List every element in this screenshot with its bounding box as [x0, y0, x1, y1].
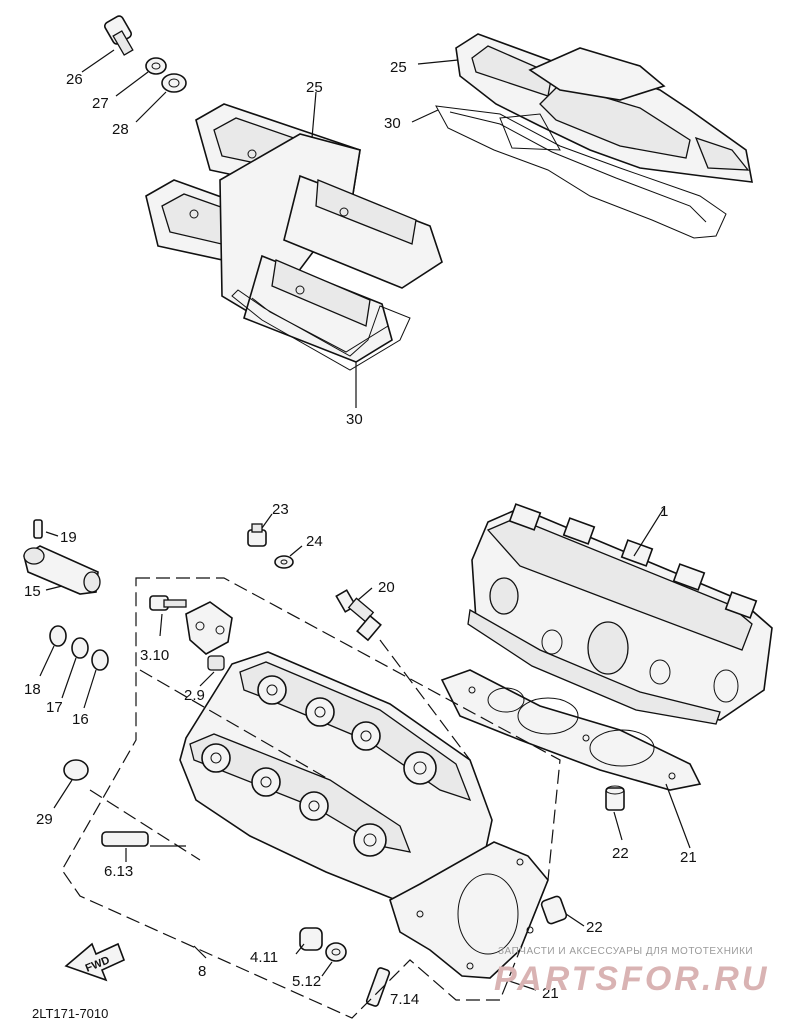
callout-20: 20: [378, 579, 395, 596]
cylinder-head-front: [179, 651, 493, 913]
washer-24: [274, 555, 294, 569]
callout-15: 15: [24, 583, 41, 600]
watermark-brand: PARTSFOR.RU: [494, 960, 769, 998]
callout-29: 29: [36, 811, 53, 828]
plug-23: [247, 523, 267, 547]
callout-3-10: 3.10: [140, 647, 169, 664]
cylinder-head-rear: [467, 503, 773, 725]
callout-25-front: 25: [306, 79, 323, 96]
valve-cover-gasket-front: [231, 289, 411, 371]
callout-21-upper: 21: [680, 849, 697, 866]
callout-2-9: 2.9: [184, 687, 205, 704]
callout-26: 26: [66, 71, 83, 88]
assembly-boundary-8: [61, 577, 561, 1019]
callout-1: 1: [660, 503, 668, 520]
washer-27: [145, 57, 167, 75]
callout-4-11: 4.11: [250, 949, 278, 966]
callout-8: 8: [198, 963, 206, 980]
o-ring-17: [71, 637, 89, 659]
bolt-26: [104, 15, 134, 56]
callout-22-lower: 22: [586, 919, 603, 936]
head-gasket-rear: [440, 669, 702, 791]
stud-7: [365, 967, 391, 1007]
dowel-pin-22-lower: [540, 895, 568, 925]
o-ring-18: [49, 625, 67, 647]
valve-cover-front: [145, 103, 443, 363]
cap-nut-4: [299, 927, 323, 951]
callout-17: 17: [46, 699, 63, 716]
watermark-caption: ЗАПЧАСТИ И АКСЕССУАРЫ ДЛЯ МОТОТЕХНИКИ: [498, 946, 753, 957]
callout-21-lower: 21: [542, 985, 559, 1002]
forward-arrow-icon: FWD: [64, 942, 126, 982]
cam-cap-2: [185, 601, 233, 671]
callout-30-front: 30: [346, 411, 363, 428]
plug-29: [63, 759, 89, 781]
o-ring-16: [91, 649, 109, 671]
bolt-3: [149, 595, 187, 611]
callout-27: 27: [92, 95, 109, 112]
pin-19: [33, 519, 43, 539]
callout-18: 18: [24, 681, 41, 698]
drawing-code: 2LT171-7010: [32, 1006, 108, 1021]
callout-24: 24: [306, 533, 323, 550]
valve-cover-rear: [455, 33, 753, 183]
callout-22-upper: 22: [612, 845, 629, 862]
sensor-15: [23, 545, 101, 595]
callout-28: 28: [112, 121, 129, 138]
callout-7-14: 7.14: [390, 991, 419, 1008]
washer-28: [161, 73, 187, 93]
callout-6-13: 6.13: [104, 863, 133, 880]
dowel-pin-22-upper: [605, 785, 625, 811]
spark-plug-20: [335, 589, 382, 642]
callout-23: 23: [272, 501, 289, 518]
washer-5: [325, 942, 347, 962]
callout-5-12: 5.12: [292, 973, 321, 990]
stud-6: [101, 831, 149, 847]
callout-19: 19: [60, 529, 77, 546]
callout-25-rear: 25: [390, 59, 407, 76]
callout-30-rear: 30: [384, 115, 401, 132]
valve-cover-gasket-rear: [435, 105, 727, 239]
callout-16: 16: [72, 711, 89, 728]
